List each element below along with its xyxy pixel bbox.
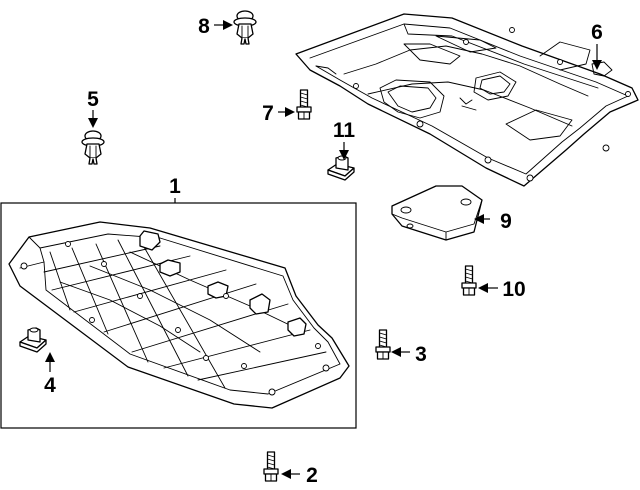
callout-8-arrow xyxy=(223,20,233,30)
clip-icon xyxy=(233,10,257,45)
bolt-icon xyxy=(263,451,279,482)
nut-icon xyxy=(327,155,355,181)
callout-9: 9 xyxy=(500,210,512,233)
callout-6-arrow xyxy=(592,60,602,70)
callout-8: 8 xyxy=(198,15,210,38)
splash-shield-icon xyxy=(295,13,639,187)
bolt-7-group xyxy=(278,89,312,120)
nut-4-group xyxy=(19,327,55,372)
callout-3-arrow xyxy=(391,347,401,357)
clip-icon xyxy=(81,130,105,165)
clip-8-group xyxy=(214,10,257,45)
nut-11-group xyxy=(327,142,355,181)
callout-4-arrow xyxy=(45,352,55,362)
callout-2-arrow xyxy=(281,469,291,479)
callout-10-arrow xyxy=(478,283,488,293)
bolt-icon xyxy=(296,89,312,120)
callout-3: 3 xyxy=(415,343,427,366)
callout-11: 11 xyxy=(333,119,356,142)
callout-2: 2 xyxy=(306,464,318,487)
bolt-2-group xyxy=(263,451,300,482)
cover-plate-icon xyxy=(391,185,483,241)
clip-5-group xyxy=(81,110,105,165)
callout-7-arrow xyxy=(285,107,295,117)
bolt-10-group xyxy=(461,265,498,296)
callout-4: 4 xyxy=(44,374,56,397)
callout-1: 1 xyxy=(169,175,181,198)
callout-10: 10 xyxy=(502,278,525,301)
callout-1-frame xyxy=(0,202,357,429)
front-splash-shield-group xyxy=(0,198,357,429)
splash-shield-icon xyxy=(8,221,350,409)
bolt-3-group xyxy=(375,329,410,360)
cover-plate-9-group xyxy=(391,185,490,241)
callout-5-arrow xyxy=(88,118,98,128)
bolt-icon xyxy=(461,265,477,296)
rear-splash-shield-group xyxy=(295,13,639,187)
callout-6: 6 xyxy=(591,21,603,44)
callout-9-arrow xyxy=(474,214,484,224)
nut-icon xyxy=(19,327,47,353)
bolt-icon xyxy=(375,329,391,360)
callout-7: 7 xyxy=(262,102,274,125)
callout-11-arrow xyxy=(339,150,349,160)
callout-5: 5 xyxy=(87,88,99,111)
